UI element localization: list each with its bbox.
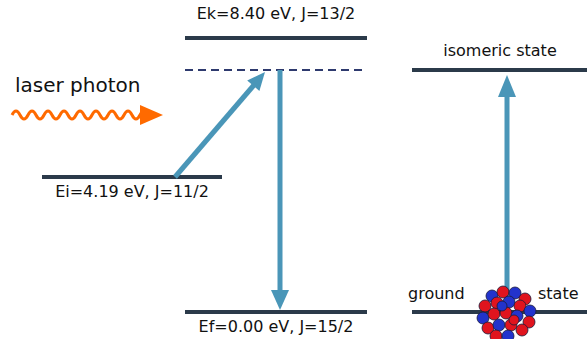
state-label: isomeric state	[443, 41, 556, 60]
upper-level	[185, 36, 367, 40]
nuclear-excitation-arrow	[505, 95, 510, 300]
final-level	[185, 310, 367, 314]
wavy-line	[12, 111, 146, 119]
emission-arrow	[278, 70, 283, 292]
nucleus	[477, 286, 536, 339]
arrow-head	[140, 105, 163, 125]
arrow-head	[498, 75, 516, 97]
photon-wave	[12, 105, 163, 125]
arrow-head	[247, 72, 265, 91]
isomeric-level	[412, 68, 587, 72]
excitation-arrow	[175, 85, 254, 177]
state-label: ground	[408, 284, 465, 303]
arrow-head	[271, 290, 289, 310]
initial-level	[42, 175, 222, 179]
photon-label: laser photon	[15, 76, 140, 95]
transition-arrows	[175, 70, 516, 310]
level-label: Ef=0.00 eV, J=15/2	[199, 317, 354, 336]
level-label: Ei=4.19 eV, J=11/2	[55, 182, 209, 201]
virtual-level	[185, 69, 367, 71]
state-label: state	[538, 284, 579, 303]
level-label: Ek=8.40 eV, J=13/2	[197, 4, 356, 23]
